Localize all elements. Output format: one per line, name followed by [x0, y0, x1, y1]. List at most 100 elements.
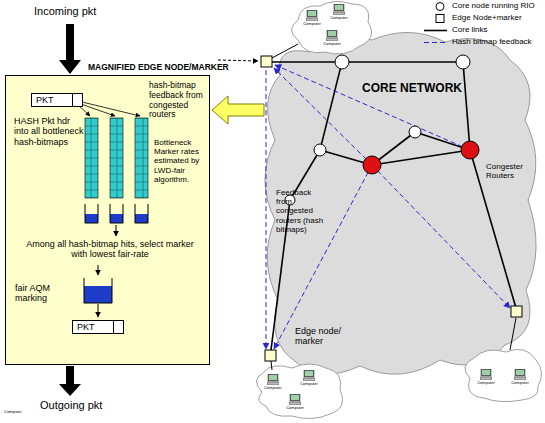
legend-text: Core node running RIO [452, 2, 535, 10]
drawing-part [514, 369, 526, 380]
drawing-part [274, 68, 372, 165]
drawing-part [265, 350, 276, 361]
feedback-arrows [266, 65, 510, 349]
legend-circle [436, 3, 444, 11]
core-nodes [285, 55, 479, 205]
computer-label: Computer [285, 406, 305, 411]
legend-text: Hash bitmap feedback [452, 38, 532, 46]
incoming-arrow [59, 24, 81, 74]
feedback-text: hash-bitmap feedback from congested rout… [149, 81, 209, 120]
drawing-part [110, 214, 123, 223]
drawing-part [424, 42, 447, 43]
drawing-part [306, 10, 318, 21]
packet-box: PKT [31, 93, 83, 107]
drawing-part [84, 278, 112, 303]
drawing-part [135, 118, 148, 198]
drawing-part [275, 65, 470, 150]
edge-node-label: Edge node/ marker [295, 326, 347, 347]
host-cloud [256, 364, 342, 419]
core-links [271, 62, 516, 350]
drawing-part [480, 369, 492, 380]
hash-bitmaps [85, 118, 148, 198]
legend-dash [424, 42, 447, 43]
flow-label: Outgoing pkt [40, 399, 130, 412]
router-label: Congester Routers [486, 162, 536, 180]
legend-square [436, 15, 444, 23]
legend-text: Core links [452, 26, 488, 34]
drawing-part [326, 30, 338, 41]
drawing-part [272, 44, 298, 58]
drawing-part [335, 55, 349, 69]
drawing-part [271, 361, 272, 370]
computer-label: Computer [4, 410, 24, 415]
computer-icons [267, 4, 526, 405]
drawing-part [289, 394, 301, 405]
drawing-part [372, 165, 510, 308]
drawing-part [333, 4, 345, 15]
drawing-part [363, 156, 381, 174]
drawing-part [85, 204, 148, 223]
drawing-part [78, 101, 140, 116]
drawing-part [78, 103, 115, 116]
computer-label: Computer [510, 381, 530, 386]
drawing-part [436, 15, 444, 23]
host-cloud [292, 1, 372, 54]
drawing-part [342, 61, 463, 63]
drawing-part [303, 370, 315, 381]
select-arrow [98, 265, 99, 275]
drawing-part [85, 214, 98, 223]
drawing-part [456, 55, 470, 69]
aqm-queue [84, 278, 112, 303]
drawing-part [266, 70, 267, 349]
edge-marker-panel: PKT PKT HASH Pkt hdr into all bottleneck h… [5, 75, 210, 365]
drawing-part [84, 286, 112, 303]
feedback-block-arrow [212, 96, 264, 124]
drawing-part [314, 144, 326, 156]
drawing-part [510, 318, 516, 350]
aqm-text: fair AQM marking [15, 283, 77, 304]
computer-label: Computer [302, 22, 322, 27]
drawing-part [110, 118, 123, 198]
computer-label: Computer [299, 382, 319, 387]
select-arrow [116, 225, 117, 236]
legend-samples [424, 3, 447, 43]
queue-out-arrow [98, 304, 99, 317]
outgoing-arrow [59, 366, 81, 396]
drawing-part [463, 62, 470, 150]
magnify-leader [218, 60, 258, 61]
feedback-label: Feedback from congested routers (hash bi… [276, 188, 326, 234]
select-text: Among all hash-bitmap hits, select marke… [24, 239, 196, 260]
legend-text: Edge Node+marker [452, 14, 522, 22]
drawing-part [272, 61, 342, 63]
drawing-part [436, 3, 444, 11]
step-text: HASH Pkt hdr into all bottleneck hash-bi… [14, 116, 84, 147]
computer-label: Computer [322, 42, 342, 47]
drawing-part [85, 118, 98, 198]
legend-line [424, 30, 447, 31]
drawing-part [320, 62, 342, 150]
packet-box: PKT [72, 320, 124, 334]
host-cloud [465, 349, 542, 401]
drawing-part [372, 150, 470, 165]
packet-label: PKT [36, 95, 70, 105]
region-label: CORE NETWORK [362, 82, 472, 96]
panel-ground [5, 75, 210, 365]
drawing-part [461, 141, 479, 159]
access-wires [271, 44, 516, 370]
packet-label: PKT [77, 322, 111, 332]
drawing-part [267, 374, 279, 385]
computer-label: Computer [329, 16, 349, 21]
drawing-part [274, 165, 372, 349]
drawing-part [511, 306, 522, 317]
drawing-part [409, 126, 421, 138]
drawing-part [135, 214, 148, 223]
drawing-part [261, 56, 272, 67]
flow-label: Incoming pkt [34, 5, 124, 18]
core-cloud [265, 32, 536, 374]
marker-queues [85, 204, 148, 223]
computer-label: Computer [476, 381, 496, 386]
callout-title: MAGNIFIED EDGE NODE/MARKER [88, 63, 258, 73]
edge-nodes [261, 56, 522, 361]
